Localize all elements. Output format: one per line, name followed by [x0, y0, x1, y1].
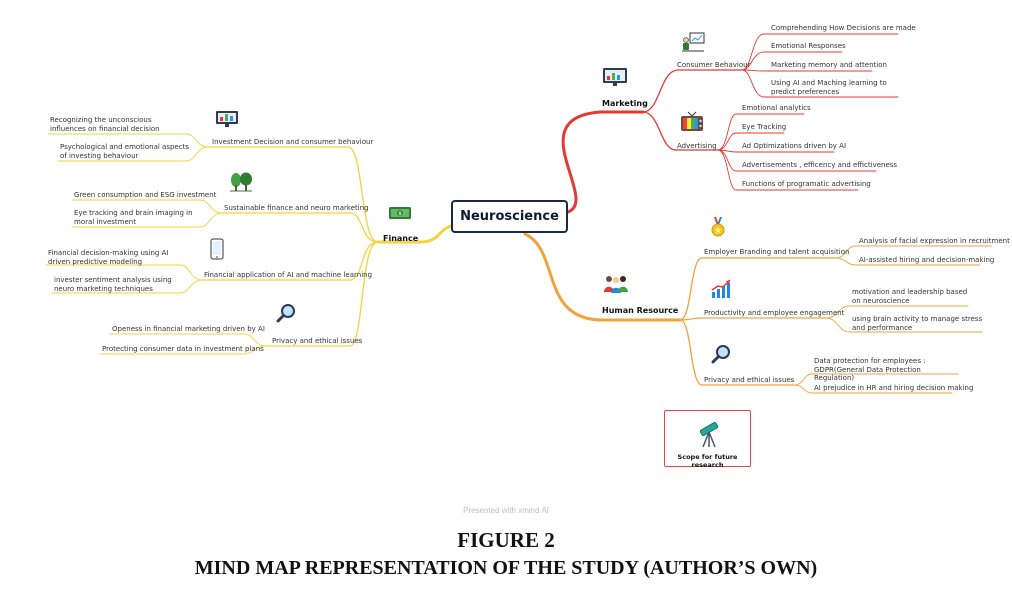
hr-links — [523, 232, 993, 394]
finance-links — [45, 133, 453, 355]
magnifier-icon — [276, 304, 295, 323]
people-icon — [604, 276, 628, 293]
node-fin-application: Financial application of AI and machine … — [204, 271, 373, 279]
leaf-branding-1: Analysis of facial expression in recruit… — [859, 237, 1010, 245]
node-productivity: Productivity and employee engagement — [704, 309, 845, 317]
leaf-advertising-2: Eye Tracking — [742, 123, 787, 131]
smartphone-icon — [210, 238, 224, 260]
node-hr-privacy: Privacy and ethical issues — [704, 376, 795, 384]
leaf-consumer-3: Marketing memory and attention — [771, 61, 887, 69]
telescope-icon — [699, 422, 719, 448]
monitor-chart-icon — [216, 111, 238, 127]
leaf-fin-privacy-1: Openess in financial marketing driven by… — [112, 325, 265, 333]
leaf-advertising-3: Ad Optimizations driven by AI — [742, 142, 847, 150]
leaf-application-2: invester sentiment analysis using neuro … — [54, 276, 172, 293]
scope-label: Scope for future research — [677, 453, 738, 469]
figure-title: MIND MAP REPRESENTATION OF THE STUDY (AU… — [194, 557, 818, 579]
leaf-consumer-4: Using AI and Maching learning to predict… — [771, 79, 887, 96]
leaf-productivity-2: using brain activity to manage stress an… — [852, 315, 983, 332]
growth-chart-icon — [711, 279, 731, 298]
root-node-neuroscience: Neuroscience — [451, 200, 568, 233]
scope-future-research-box: Scope for future research — [664, 410, 751, 469]
tv-icon — [681, 111, 703, 131]
figure-number: FIGURE 2 — [457, 528, 555, 552]
leaf-branding-2: AI-assisted hiring and decision-making — [859, 256, 995, 264]
presentation-icon — [682, 32, 705, 52]
leaf-application-1: Financial decision-making using AI drive… — [48, 249, 169, 266]
node-investment: Investment Decision and consumer behavio… — [212, 138, 374, 146]
money-bill-icon: $ — [389, 207, 411, 219]
node-human-resource: Human Resource — [602, 306, 679, 315]
leaf-sustainable-2: Eye tracking and brain imaging in moral … — [74, 209, 193, 226]
node-fin-privacy: Privacy and ethical issues — [272, 337, 363, 345]
leaf-fin-privacy-2: Protecting consumer data in investment p… — [102, 345, 264, 353]
leaf-advertising-5: Functions of programatic advertising — [742, 180, 871, 188]
leaf-advertising-1: Emotional analytics — [742, 104, 811, 112]
svg-text:$: $ — [398, 211, 402, 217]
award-medal-icon — [711, 217, 725, 237]
node-advertising: Advertising — [677, 142, 717, 150]
node-consumer-behaviour: Consumer Behaviour — [677, 61, 751, 69]
leaf-consumer-2: Emotional Responses — [771, 42, 846, 50]
trees-icon — [230, 172, 252, 192]
node-employer-branding: Employer Branding and talent acquisition — [704, 248, 850, 256]
node-marketing: Marketing — [602, 99, 648, 108]
leaf-hr-privacy-1: Data protection for employees : GDPR(Gen… — [814, 357, 926, 382]
leaf-advertising-4: Advertisements , efficency and effictive… — [742, 161, 898, 169]
leaf-productivity-1: motivation and leadership based on neuro… — [852, 288, 968, 305]
leaf-consumer-1: Comprehending How Decisions are made — [771, 24, 916, 32]
leaf-investment-2: Psychological and emotional aspects of i… — [60, 143, 189, 160]
magnifier-icon — [711, 345, 730, 364]
leaf-sustainable-1: Green consumption and ESG investment — [74, 191, 217, 199]
node-sustainable: Sustainable finance and neuro marketing — [224, 204, 369, 212]
watermark: Presented with xmind AI — [463, 506, 549, 515]
monitor-chart-icon — [603, 68, 627, 86]
marketing-links — [561, 33, 899, 214]
mind-map-links — [45, 33, 993, 394]
node-finance: Finance — [383, 234, 419, 243]
leaf-investment-1: Recognizing the unconscious influences o… — [50, 116, 160, 133]
leaf-hr-privacy-2: AI prejudice in HR and hiring decision m… — [814, 384, 974, 392]
